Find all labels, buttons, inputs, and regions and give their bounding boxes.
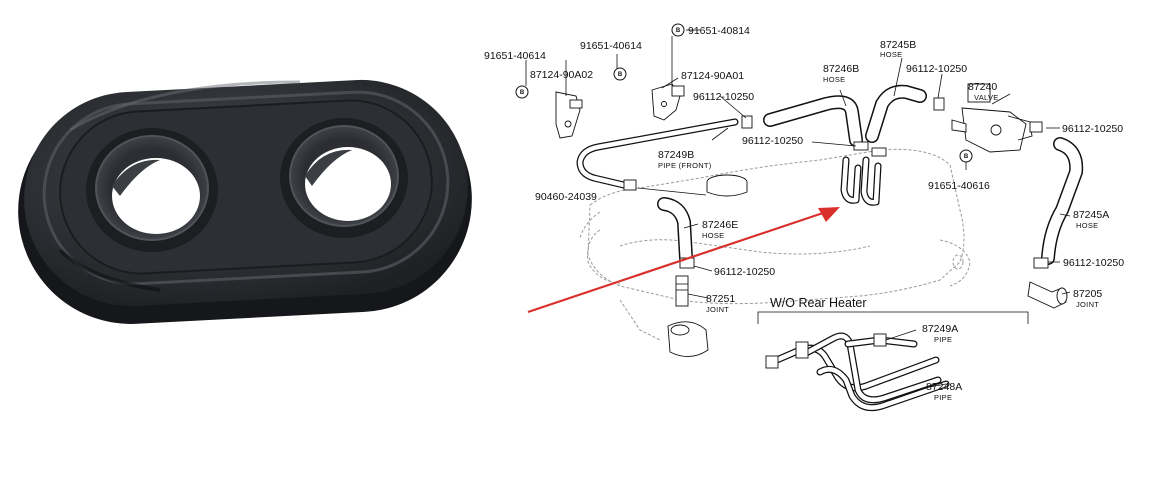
label-87205: 87205	[1073, 288, 1102, 300]
svg-text:B: B	[618, 72, 623, 78]
label-87245B: 87245B	[880, 39, 916, 51]
hose-87245B-art	[865, 84, 927, 143]
label-87249A: 87249A	[922, 323, 958, 335]
hose-87245A-art	[1041, 137, 1084, 265]
valve-87240-art	[951, 83, 1033, 153]
label-87245B-sub: HOSE	[880, 50, 902, 59]
red-callout-arrow	[527, 207, 840, 314]
label-87240: 87240	[968, 81, 997, 93]
label-87245A-sub: HOSE	[1076, 221, 1098, 230]
rear-heater-section-bracket	[757, 311, 1029, 324]
label-87240-sub: VALVE	[974, 93, 999, 102]
label-87246B-sub: HOSE	[823, 75, 845, 84]
label-87249A-sub: PIPE	[934, 335, 952, 344]
label-87124-90A02: 87124-90A02	[530, 69, 593, 81]
label-96112-10250-b: 96112-10250	[906, 63, 967, 75]
label-96112-10250-a: 96112-10250	[693, 91, 754, 103]
hose-87246E-art	[657, 197, 693, 265]
label-87251: 87251	[706, 293, 735, 305]
label-91651-40814: 91651-40814	[688, 25, 750, 37]
label-87248A: 87248A	[926, 381, 962, 393]
engine-block-outline	[579, 148, 971, 341]
label-87249B: 87249B	[658, 149, 694, 161]
svg-text:B: B	[964, 154, 969, 160]
section-header-rear-heater: W/O Rear Heater	[770, 296, 867, 310]
label-91651-40614-left: 91651-40614	[484, 50, 546, 62]
outlet-pipes-art	[840, 156, 882, 206]
joint-87205-art	[1027, 281, 1068, 309]
label-96112-10250-c: 96112-10250	[1062, 123, 1123, 135]
label-87246B: 87246B	[823, 63, 859, 75]
bolt-markers: B B B B	[515, 23, 973, 163]
rear-heater-pipes-art	[765, 332, 950, 412]
label-91651-40614-mid: 91651-40614	[580, 40, 642, 52]
label-87249B-sub: PIPE (FRONT)	[658, 161, 712, 170]
label-87246E: 87246E	[702, 219, 738, 231]
label-90460-24039: 90460-24039	[535, 191, 597, 203]
bracket-87124-90A01-art	[651, 83, 685, 121]
svg-text:B: B	[676, 28, 681, 34]
label-91651-40616: 91651-40616	[928, 180, 990, 192]
pipe-87249B-art	[576, 118, 739, 190]
label-96112-10250-d: 96112-10250	[742, 135, 803, 147]
bracket-87124-90A02-art	[555, 91, 583, 139]
label-96112-10250-f: 96112-10250	[1063, 257, 1124, 269]
svg-text:B: B	[520, 90, 525, 96]
oil-filler-cap	[706, 174, 748, 197]
joint-87251-art	[667, 275, 709, 357]
label-87246E-sub: HOSE	[702, 231, 724, 240]
label-87205-sub: JOINT	[1076, 300, 1099, 309]
label-96112-10250-e: 96112-10250	[714, 266, 775, 278]
label-87245A: 87245A	[1073, 209, 1109, 221]
label-87251-sub: JOINT	[706, 305, 729, 314]
part-labels: 91651-40814 91651-40614 91651-40614 8712…	[484, 25, 1124, 402]
label-87248A-sub: PIPE	[934, 393, 952, 402]
leader-lines	[525, 29, 1071, 389]
grommet-photo	[18, 79, 472, 324]
label-87124-90A01: 87124-90A01	[681, 70, 744, 82]
